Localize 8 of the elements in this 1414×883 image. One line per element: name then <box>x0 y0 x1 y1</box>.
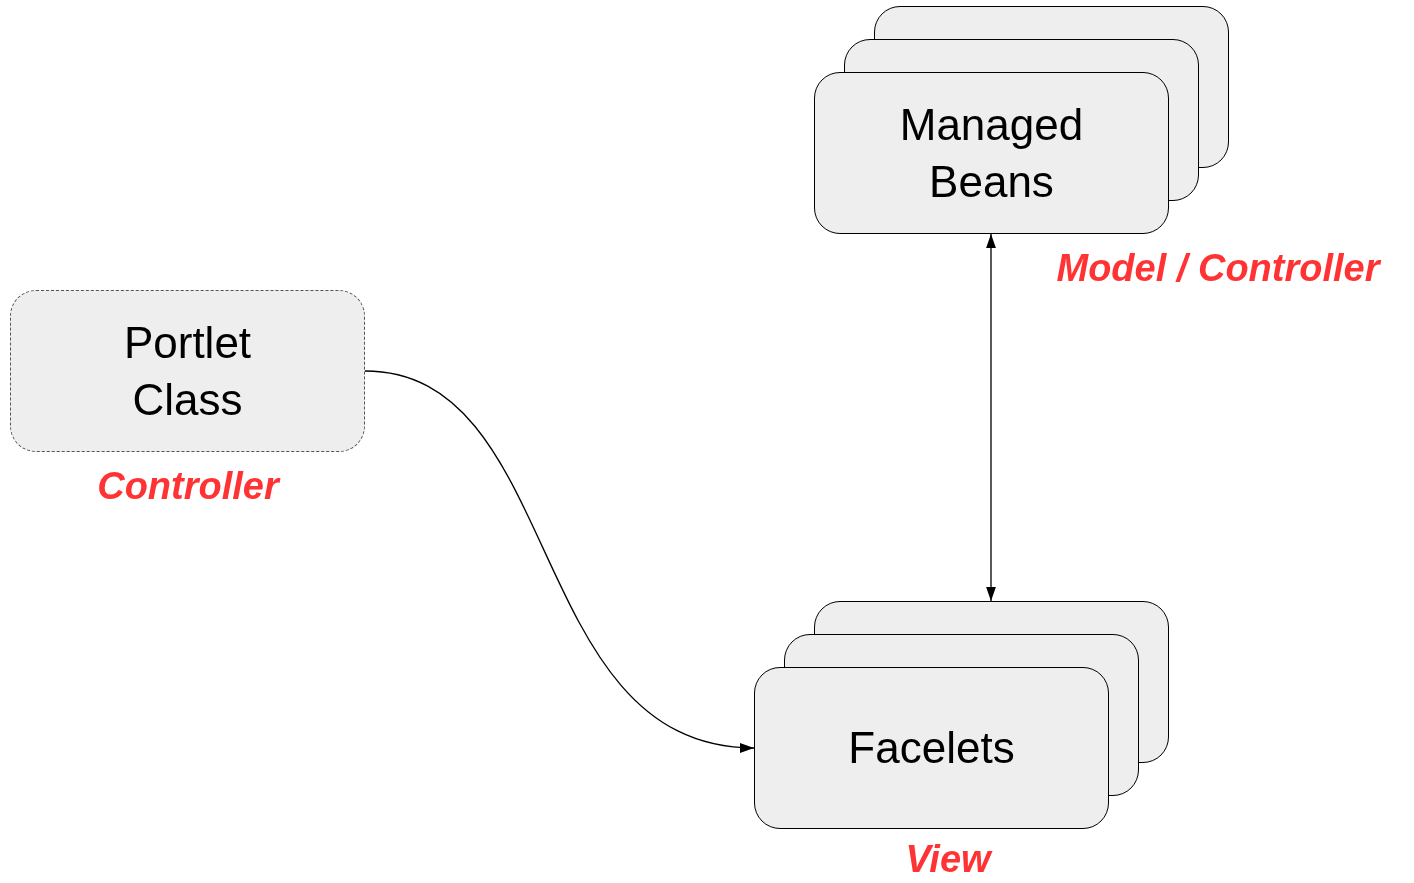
role-label: View <box>905 838 991 881</box>
node-label: Managed Beans <box>898 98 1085 208</box>
arrow <box>986 233 996 602</box>
arrow <box>364 370 755 751</box>
role-label: Model / Controller <box>1056 247 1380 290</box>
node-label: Portlet Class <box>122 316 253 426</box>
node-label: Facelets <box>847 722 1016 775</box>
role-label: Controller <box>97 465 279 508</box>
